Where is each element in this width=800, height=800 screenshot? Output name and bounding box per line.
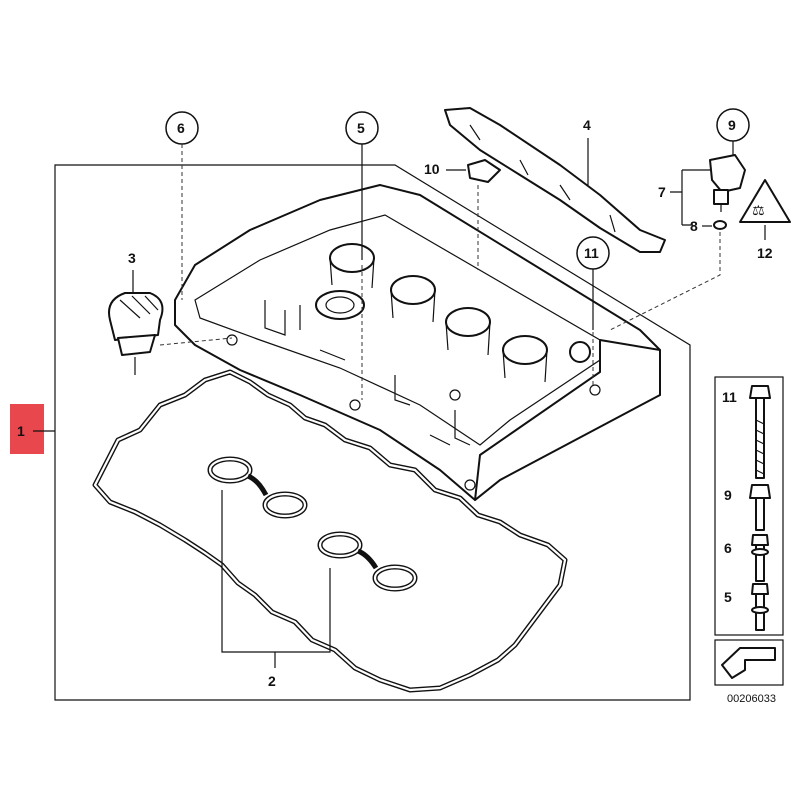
exploded-view-arrow-icon	[721, 647, 776, 679]
callout-11: 11	[584, 245, 599, 261]
bolt-legend: 11 9 6 5	[714, 376, 784, 686]
callout-6: 6	[177, 120, 185, 136]
callout-2: 2	[268, 673, 276, 689]
coil-cover-strip	[444, 107, 666, 253]
svg-text:⚖: ⚖	[752, 203, 765, 219]
oil-filler-cap	[108, 292, 164, 356]
sensor-dash	[609, 232, 721, 331]
bolt-legend-label-11: 11	[722, 389, 737, 405]
callout-10: 10	[424, 161, 440, 177]
callout-1: 1	[17, 423, 25, 439]
bolt-legend-label-6: 6	[724, 540, 732, 556]
cylinder-head-cover	[174, 184, 661, 501]
cover-gasket	[92, 369, 568, 693]
assembly-frame	[54, 164, 691, 701]
callout-8: 8	[690, 218, 698, 234]
callout-3-dash	[159, 337, 233, 346]
callout-2-bracket	[221, 490, 331, 668]
callout-12: 12	[757, 245, 773, 261]
tube-seals	[207, 456, 418, 592]
callout-3: 3	[128, 250, 136, 266]
clip-10	[467, 159, 501, 183]
callout-5: 5	[357, 120, 365, 136]
callout-4: 4	[583, 117, 591, 133]
warning-triangle-icon: ⚖	[739, 179, 791, 223]
callout-9: 9	[728, 117, 736, 133]
callout-7: 7	[658, 184, 666, 200]
bolt-legend-label-5: 5	[724, 589, 732, 605]
sensor	[709, 154, 746, 212]
callout-1-highlight[interactable]	[10, 404, 44, 454]
seal-8	[713, 220, 727, 230]
bolt-legend-label-9: 9	[724, 487, 732, 503]
callout-7-bracket	[670, 169, 710, 226]
reference-number: 00206033	[727, 693, 776, 705]
